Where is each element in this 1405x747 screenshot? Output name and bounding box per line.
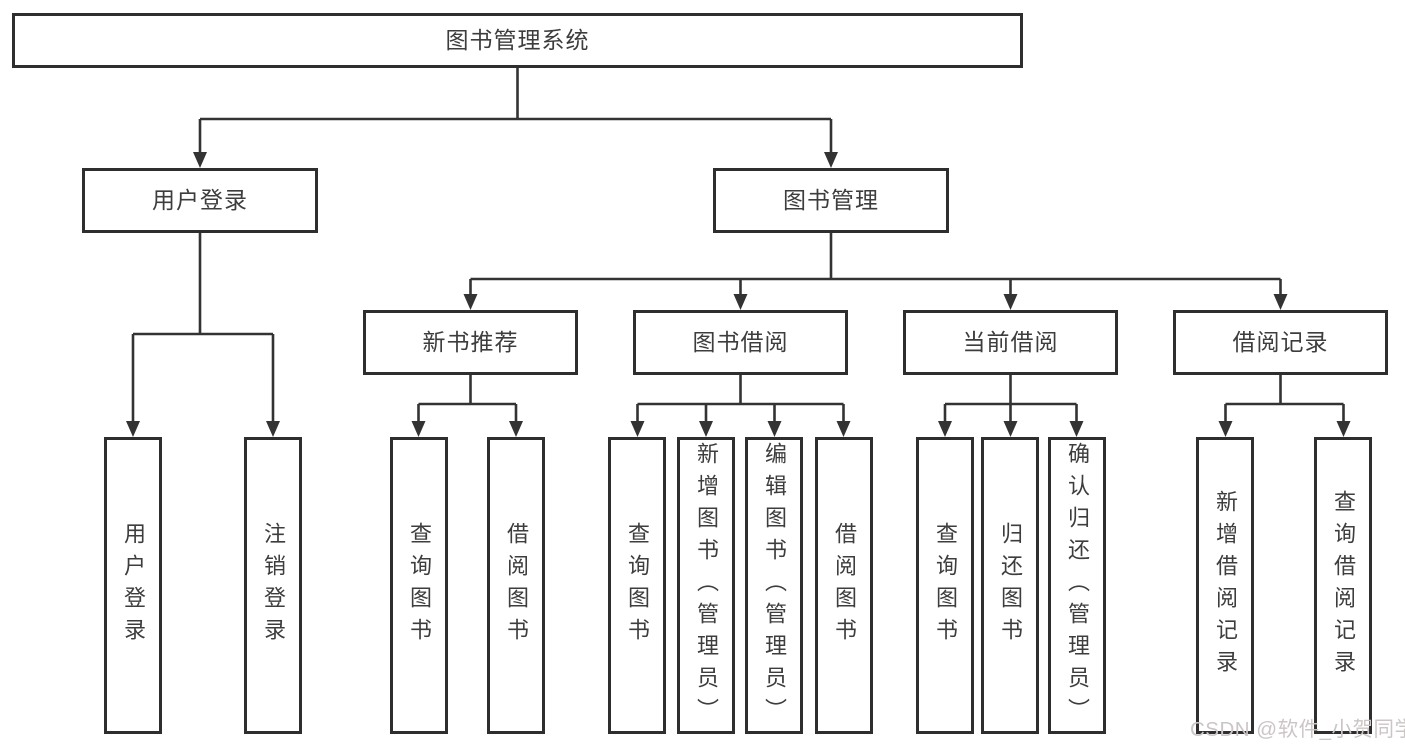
leaf-borrow-books-recommend: 借阅图书: [487, 437, 545, 734]
leaf-confirm-return-admin: 确认归还（管理员）: [1048, 437, 1106, 734]
leaf-query-borrow-record-label: 查询借阅记录: [1331, 489, 1356, 682]
leaf-query-borrow-record: 查询借阅记录: [1314, 437, 1372, 734]
leaf-return-books: 归还图书: [981, 437, 1039, 734]
leaf-query-books-current: 查询图书: [916, 437, 974, 734]
watermark: CSDN @软件_小贺同学: [1190, 718, 1405, 741]
node-new-book-recommendation: 新书推荐: [363, 310, 578, 375]
leaf-logout: 注销登录: [244, 437, 302, 734]
leaf-query-books-current-label: 查询图书: [933, 521, 958, 650]
leaf-return-books-label: 归还图书: [998, 521, 1023, 650]
leaf-borrow-books-borrowing: 借阅图书: [815, 437, 873, 734]
leaf-query-books-borrowing-label: 查询图书: [625, 521, 650, 650]
node-book-borrowing: 图书借阅: [633, 310, 848, 375]
connector-borrowing-records-to-leaves: [1218, 375, 1351, 437]
leaf-add-books-admin: 新增图书（管理员）: [677, 437, 735, 734]
connector-book-borrowing-to-leaves: [630, 375, 851, 437]
leaf-borrow-books-recommend-label: 借阅图书: [504, 521, 529, 650]
leaf-edit-books-admin: 编辑图书（管理员）: [745, 437, 803, 734]
leaf-confirm-return-admin-label: 确认归还（管理员）: [1065, 441, 1090, 730]
connector-root-to-level2: [193, 68, 838, 168]
node-library-system-root: 图书管理系统: [12, 13, 1023, 68]
node-user-login: 用户登录: [82, 168, 318, 233]
leaf-user-login-label: 用户登录: [121, 521, 146, 650]
leaf-query-books-recommend-label: 查询图书: [407, 521, 432, 650]
node-borrowing-records: 借阅记录: [1173, 310, 1388, 375]
connector-new-book-recommendation-to-leaves: [411, 375, 523, 437]
leaf-add-borrow-record: 新增借阅记录: [1196, 437, 1254, 734]
leaf-query-books-borrowing: 查询图书: [608, 437, 666, 734]
connector-current-borrowing-to-leaves: [938, 375, 1084, 437]
node-current-borrowing: 当前借阅: [903, 310, 1118, 375]
leaf-add-books-admin-label: 新增图书（管理员）: [694, 441, 719, 730]
leaf-logout-label: 注销登录: [261, 521, 286, 650]
leaf-query-books-recommend: 查询图书: [390, 437, 448, 734]
connector-book-management-to-level3: [463, 233, 1288, 310]
leaf-edit-books-admin-label: 编辑图书（管理员）: [762, 441, 787, 730]
node-book-management: 图书管理: [713, 168, 949, 233]
leaf-add-borrow-record-label: 新增借阅记录: [1213, 489, 1238, 682]
connector-user-login-to-leaves: [126, 233, 280, 437]
leaf-user-login: 用户登录: [104, 437, 162, 734]
leaf-borrow-books-borrowing-label: 借阅图书: [832, 521, 857, 650]
